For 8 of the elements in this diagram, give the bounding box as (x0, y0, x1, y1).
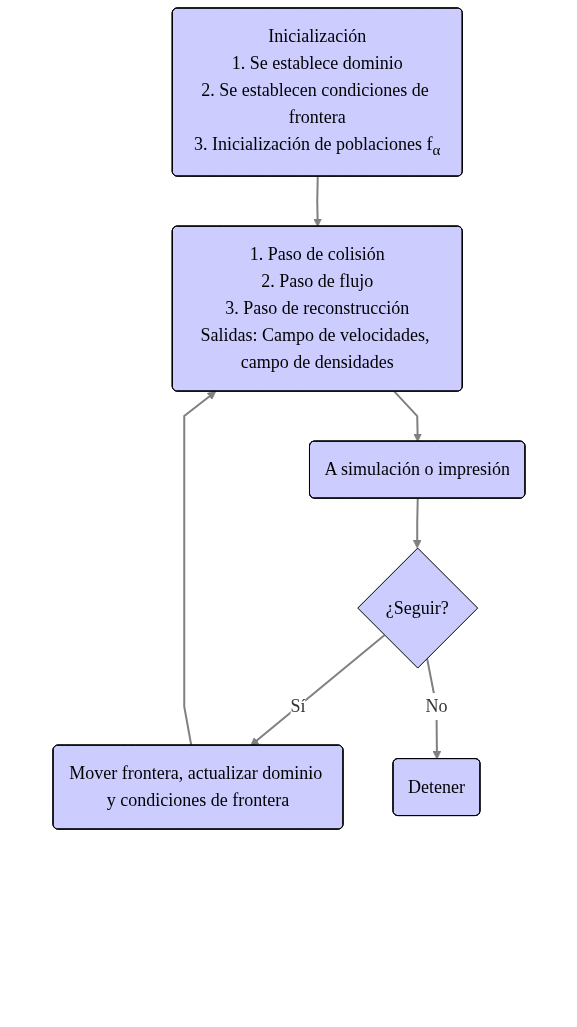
arrow (412, 497, 422, 549)
edge-label: No (425, 696, 447, 717)
arrow (312, 175, 322, 227)
node-diamond: ¿Seguir? (356, 547, 478, 669)
arrow (393, 390, 422, 442)
arrow (249, 634, 385, 746)
arrow (182, 391, 216, 747)
edge-label: Sí (289, 696, 306, 717)
